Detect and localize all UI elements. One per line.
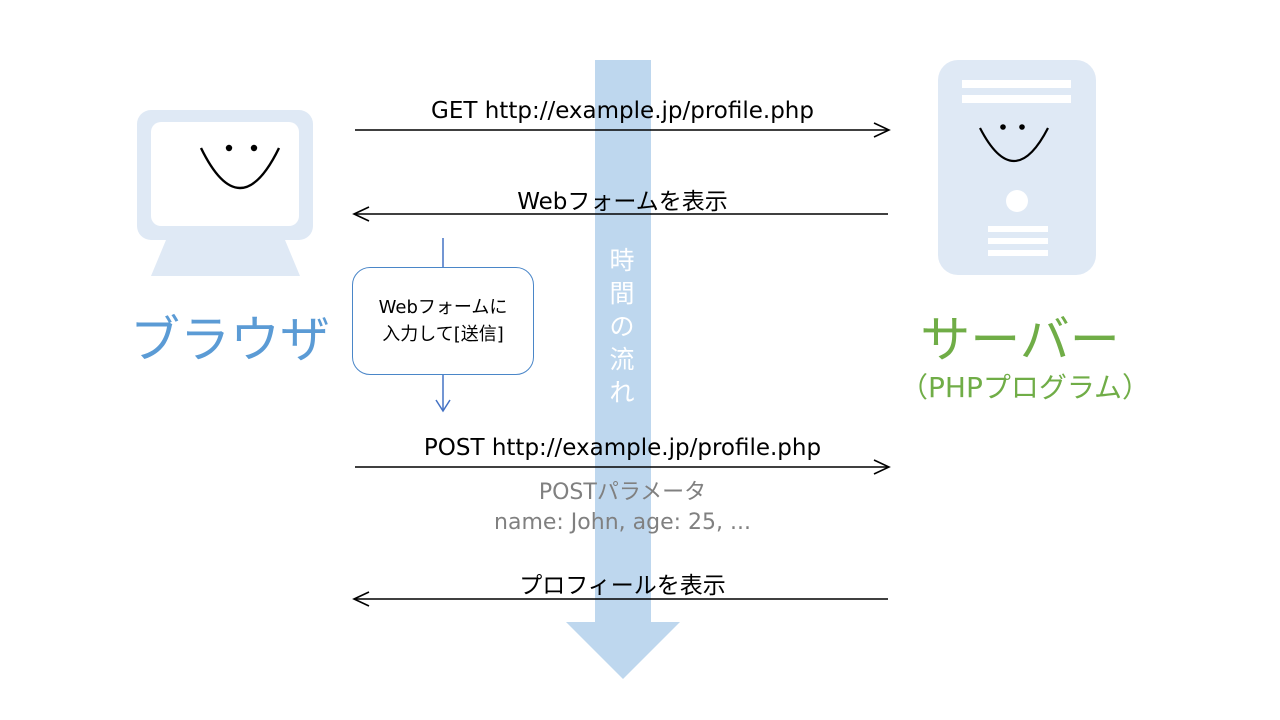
message-arrow-post [355,459,891,475]
time-char: 時 [609,246,635,275]
message-form-label: Webフォームを表示 [517,189,728,215]
time-char: 流 [609,345,635,374]
browser-computer-icon [137,110,313,276]
time-char: の [609,312,635,341]
note-line: 入力して[送信] [382,324,504,345]
message-arrow-profile [352,591,888,607]
user-action-flow [435,238,451,413]
time-flow-arrow [566,60,680,679]
user-action-note: Webフォームに 入力して[送信] [352,267,534,375]
message-arrow-form [352,206,888,222]
post-params-title: POSTパラメータ [538,480,707,505]
message-get-label: GET http://example.jp/profile.php [431,98,814,124]
note-line: Webフォームに [378,297,508,318]
server-label: サーバー [920,311,1120,369]
time-char: 間 [609,279,635,308]
server-sublabel: （PHPプログラム） [900,371,1150,404]
message-arrow-get [355,122,891,138]
message-profile-label: プロフィールを表示 [519,573,726,599]
server-tower-icon [938,60,1096,275]
browser-label: ブラウザ [130,311,330,369]
post-params-values: name: John, age: 25, ... [494,510,751,535]
time-flow-label: 時 間 の 流 れ [605,244,639,409]
time-char: れ [609,378,635,407]
message-post-label: POST http://example.jp/profile.php [423,435,822,461]
